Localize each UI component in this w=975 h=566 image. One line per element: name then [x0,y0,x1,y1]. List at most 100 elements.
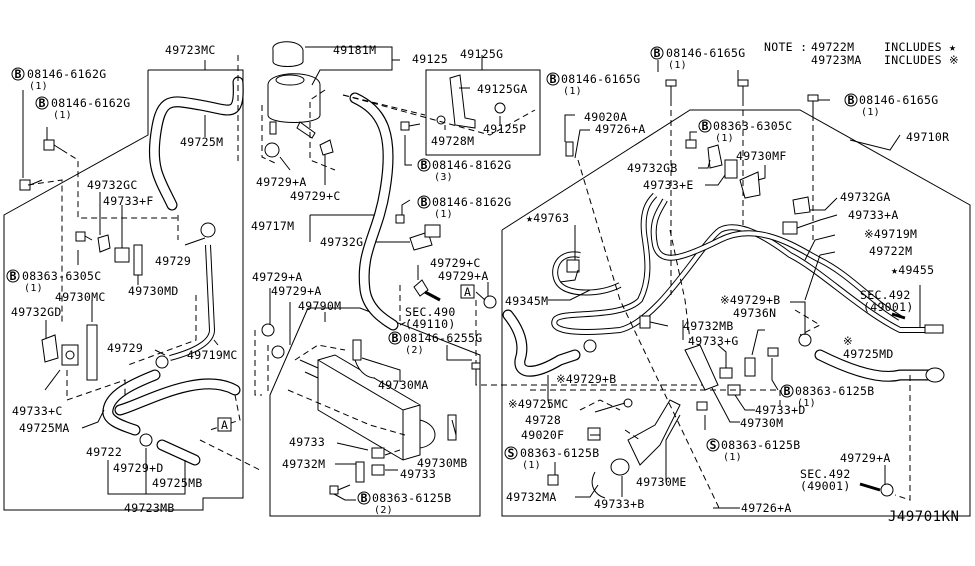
label-49732GD[interactable]: 49732GD [11,305,62,319]
hose-49725MC[interactable] [502,309,581,377]
label-49730MB[interactable]: 49730MB [417,456,468,470]
label-08146-8162G-a[interactable]: 08146-8162G [432,158,511,172]
label-49729A-mid[interactable]: 49729+A [438,269,489,283]
label-08146-6165G-a[interactable]: 08146-6165G [561,72,640,86]
label-49730MC[interactable]: 49730MC [55,290,106,304]
clamp-49729C-reservoir[interactable] [319,139,334,156]
bolt-08146-6165G-b[interactable] [737,79,749,100]
label-49726A-bottom[interactable]: 49726+A [741,501,792,515]
label-49730MD[interactable]: 49730MD [128,284,179,298]
hose-49722[interactable] [102,369,241,466]
cap-49181M[interactable] [272,41,304,67]
bushing-49733C[interactable] [61,344,79,366]
label-49730MA[interactable]: 49730MA [378,378,429,392]
label-49725M[interactable]: 49725M [180,135,223,149]
label-49725MB[interactable]: 49725MB [152,476,203,490]
hose-49719MC[interactable] [169,244,215,361]
bracket-49736N[interactable] [744,357,756,377]
label-08363-6125B-screw-mid[interactable]: 08363-6125B [721,438,800,452]
label-49725MC[interactable]: ※49725MC [508,397,569,411]
label-08146-6165G-c[interactable]: 08146-6165G [859,93,938,107]
label-49732MA[interactable]: 49732MA [506,490,557,504]
label-08363-6125B-cooler[interactable]: 08363-6125B [372,491,451,505]
bushing-49733E[interactable] [724,159,738,179]
bracket-49732G[interactable] [409,224,441,251]
sensor-49763[interactable] [566,259,580,273]
bracket-49730MD[interactable] [133,244,143,276]
label-49729D[interactable]: 49729+D [113,461,164,475]
bushing-49733-b[interactable] [371,464,385,476]
bushing-49733-a[interactable] [371,447,385,459]
label-49717M[interactable]: 49717M [251,219,294,233]
bracket-49730MA[interactable] [352,339,376,379]
label-49730MF[interactable]: 49730MF [736,149,787,163]
bolt-08146-6162G-b[interactable] [43,139,63,151]
bracket-49732GA[interactable] [792,196,811,215]
label-49729B-mid[interactable]: ※49729+B [556,372,617,386]
bushing-49733F[interactable] [114,247,130,263]
label-49729A-reservoir[interactable]: 49729+A [256,175,307,189]
label-08146-6162G-a[interactable]: 08146-6162G [27,67,106,81]
label-sec-492-lower[interactable]: SEC.492 [800,467,851,481]
label-49732MB[interactable]: 49732MB [683,319,734,333]
label-49125[interactable]: 49125 [412,52,448,66]
bolt-08146-8162G-b[interactable] [395,214,405,224]
label-08363-6305C-right[interactable]: 08363-6305C [713,119,792,133]
bracket-49732GD[interactable] [41,334,59,363]
bracket-49732MA[interactable] [591,471,606,499]
label-49729C-mid[interactable]: 49729+C [430,256,481,270]
grommet-49020F[interactable] [587,427,601,441]
bracket-49125GA[interactable] [449,74,476,129]
hose-49717M[interactable] [349,92,399,331]
bushing-49733B[interactable] [610,458,630,476]
label-08363-6125B-right[interactable]: 08363-6125B [795,384,874,398]
label-49733E[interactable]: 49733+E [643,178,694,192]
label-49728M[interactable]: 49728M [431,134,474,148]
label-49020F[interactable]: 49020F [521,428,564,442]
hose-49345M[interactable] [552,251,622,296]
label-49125G[interactable]: 49125G [460,47,503,61]
clamp-49729B-mid[interactable] [583,339,597,353]
label-49125GA[interactable]: 49125GA [477,82,528,96]
bolt-08146-6255G[interactable] [471,362,481,385]
label-49730ME[interactable]: 49730ME [636,475,687,489]
bolt-08146-8162G-a[interactable] [400,121,421,131]
label-49729A-cooler-2[interactable]: 49729+A [271,284,322,298]
label-08146-8162G-b[interactable]: 08146-8162G [432,195,511,209]
label-49455[interactable]: ★49455 [891,263,934,277]
label-49181M[interactable]: 49181M [333,43,376,57]
label-49722M[interactable]: 49722M [869,244,912,258]
label-49733-a[interactable]: 49733 [289,435,325,449]
label-sec-490[interactable]: SEC.490 [405,305,456,319]
label-49729C-reservoir[interactable]: 49729+C [290,189,341,203]
bolt-08363-6125B-cooler[interactable] [329,484,351,495]
bolt-08146-6165G-c[interactable] [807,94,819,115]
label-49725MD[interactable]: 49725MD [843,347,894,361]
label-49732GA[interactable]: 49732GA [840,190,891,204]
bracket-49730M[interactable] [684,344,719,391]
bolt-49020A[interactable] [565,141,574,157]
label-08146-6165G-b[interactable]: 08146-6165G [666,46,745,60]
label-49733C[interactable]: 49733+C [12,404,63,418]
label-49729-lower[interactable]: 49729 [107,341,143,355]
bracket-49732M[interactable] [355,461,365,483]
label-49345M[interactable]: 49345M [505,294,548,308]
label-49722[interactable]: 49722 [86,445,122,459]
label-49736N[interactable]: 49736N [733,306,776,320]
tube-49722M[interactable] [551,192,925,335]
bracket-49732GB[interactable] [707,144,723,169]
sensor-49455[interactable] [924,324,944,334]
label-49710R[interactable]: 49710R [906,130,949,144]
bracket-49732GC[interactable] [97,234,111,253]
bushing-49733A[interactable] [782,221,798,235]
label-49723MC[interactable]: 49723MC [165,43,216,57]
label-49790M[interactable]: 49790M [298,299,341,313]
label-49020A[interactable]: 49020A [584,110,627,124]
bolt-08363-6125B-right[interactable] [767,347,779,357]
cooler-49790M[interactable] [299,354,436,461]
label-49733-b[interactable]: 49733 [400,467,436,481]
label-49730M[interactable]: 49730M [740,416,783,430]
nut-49728[interactable] [623,398,633,408]
nut-49125P[interactable] [494,102,506,114]
label-08363-6125B-screw-low[interactable]: 08363-6125B [520,446,599,460]
